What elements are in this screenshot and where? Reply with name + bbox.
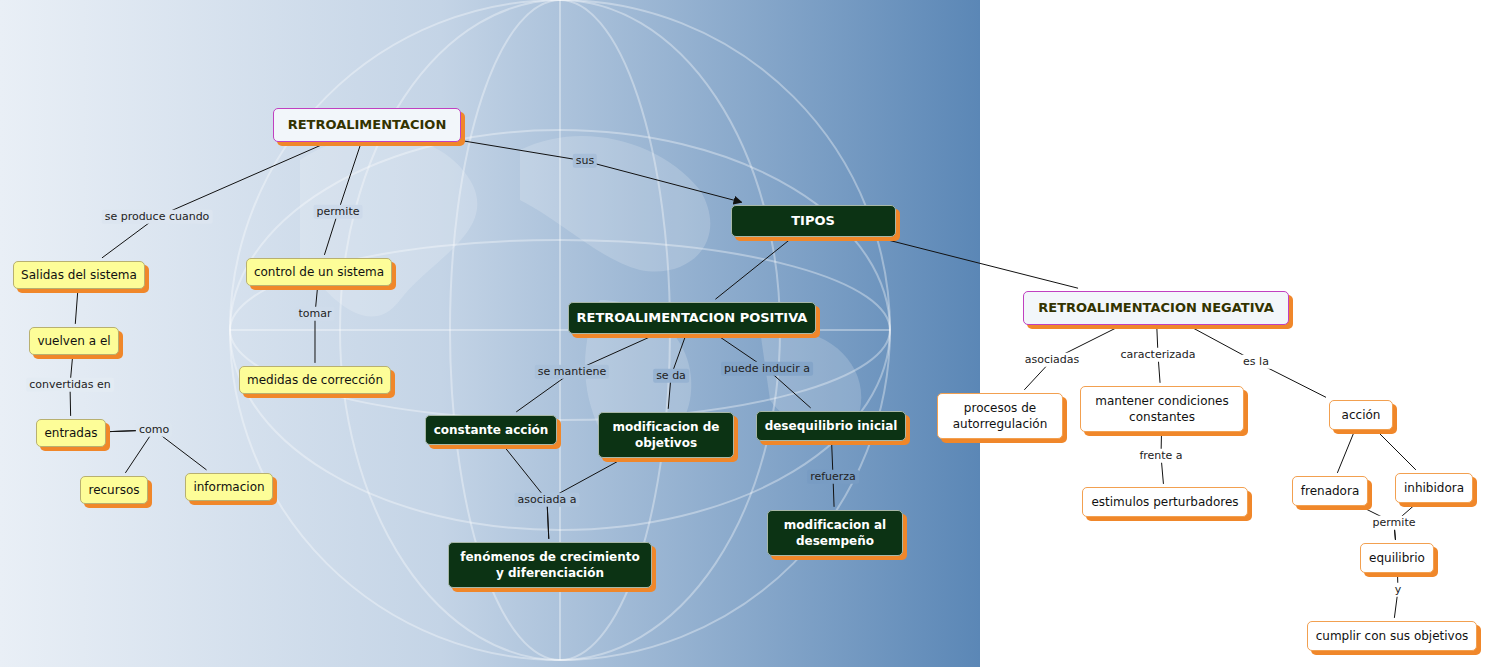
concept-text: modificacion de objetivos xyxy=(607,419,725,451)
concept-text: desequilibrio inicial xyxy=(765,418,898,434)
concept-box: informacion xyxy=(185,473,272,501)
concept-box: RETROALIMENTACION POSITIVA xyxy=(568,302,817,334)
concept-text: equilibrio xyxy=(1369,550,1425,566)
concept-text: cumplir con sus objetivos xyxy=(1316,628,1469,644)
link-label: puede inducir a xyxy=(721,362,813,376)
connector xyxy=(102,144,324,258)
concept-box: fenómenos de crecimiento y diferenciació… xyxy=(448,542,652,588)
connector xyxy=(324,144,360,255)
concept-box: control de un sistema xyxy=(246,258,392,286)
concept-box: frenadora xyxy=(1292,476,1368,506)
concept-box: vuelven a el xyxy=(29,327,118,355)
concept-text: entradas xyxy=(44,425,97,441)
concept-box: medidas de corrección xyxy=(239,366,391,394)
link-label: como xyxy=(136,423,172,437)
connector xyxy=(315,288,317,363)
concept-box: cumplir con sus objetivos xyxy=(1307,621,1478,651)
concept-text: Salidas del sistema xyxy=(21,267,137,283)
link-label: tomar xyxy=(295,307,334,321)
link-label: frente a xyxy=(1136,449,1185,463)
concept-text: constante acción xyxy=(434,422,549,438)
concept-box: procesos de autorregulación xyxy=(937,393,1063,439)
link-label: sus xyxy=(573,154,597,168)
continents xyxy=(300,135,861,451)
concept-text: modificacion al desempeño xyxy=(776,517,894,549)
concept-box: equilibrio xyxy=(1360,543,1434,573)
concept-text: recursos xyxy=(88,482,139,498)
connector xyxy=(516,336,652,412)
concept-box: mantener condiciones constantes xyxy=(1080,386,1244,432)
connector xyxy=(1378,432,1416,470)
concept-text: procesos de autorregulación xyxy=(946,400,1054,432)
link-label: convertidas en xyxy=(26,378,114,392)
link-label: caracterizada xyxy=(1118,348,1199,362)
concept-text: RETROALIMENTACION NEGATIVA xyxy=(1038,299,1274,317)
link-label: se produce cuando xyxy=(102,210,213,224)
connector xyxy=(883,239,1078,288)
globe-figure xyxy=(230,0,890,660)
concept-box: RETROALIMENTACION xyxy=(273,108,462,142)
connector xyxy=(75,291,77,324)
link-label: permite xyxy=(1370,516,1419,530)
concept-text: TIPOS xyxy=(740,212,887,230)
link-label: y xyxy=(1392,583,1405,597)
concept-box: RETROALIMENTACION NEGATIVA xyxy=(1023,291,1289,325)
concept-text: fenómenos de crecimiento y diferenciació… xyxy=(457,549,643,581)
concept-text: mantener condiciones constantes xyxy=(1089,393,1235,425)
link-label: permite xyxy=(314,205,363,219)
link-label: refuerza xyxy=(807,470,859,484)
concept-text: acción xyxy=(1338,407,1384,423)
concept-box: Salidas del sistema xyxy=(13,261,145,289)
link-label: asociada a xyxy=(514,493,579,507)
concept-text: control de un sistema xyxy=(254,264,384,280)
concept-text: vuelven a el xyxy=(37,333,110,349)
concept-box: estimulos perturbadores xyxy=(1082,487,1247,517)
connector xyxy=(715,239,790,299)
concept-text: RETROALIMENTACION xyxy=(288,116,447,134)
link-label: es la xyxy=(1240,355,1272,369)
connector xyxy=(1337,432,1354,473)
concept-text: inhibidora xyxy=(1404,480,1464,496)
concept-box: constante acción xyxy=(425,415,558,445)
link-label: se mantiene xyxy=(535,365,609,379)
concept-box: modificacion al desempeño xyxy=(767,510,903,556)
link-label: se da xyxy=(653,369,689,383)
concept-box: recursos xyxy=(80,476,147,504)
concept-text: medidas de corrección xyxy=(247,372,383,388)
globe-panel xyxy=(0,0,980,667)
concept-text: RETROALIMENTACION POSITIVA xyxy=(577,309,808,327)
concept-box: entradas xyxy=(36,419,105,447)
concept-text: informacion xyxy=(193,479,264,495)
link-label: asociadas xyxy=(1022,353,1083,367)
concept-box: TIPOS xyxy=(731,205,896,237)
concept-box: modificacion de objetivos xyxy=(598,412,734,458)
concept-box: acción xyxy=(1329,400,1393,430)
concept-box: inhibidora xyxy=(1395,473,1473,503)
concept-text: estimulos perturbadores xyxy=(1091,494,1238,510)
concept-text: frenadora xyxy=(1301,483,1359,499)
concept-box: desequilibrio inicial xyxy=(756,411,907,441)
connector xyxy=(463,141,741,202)
